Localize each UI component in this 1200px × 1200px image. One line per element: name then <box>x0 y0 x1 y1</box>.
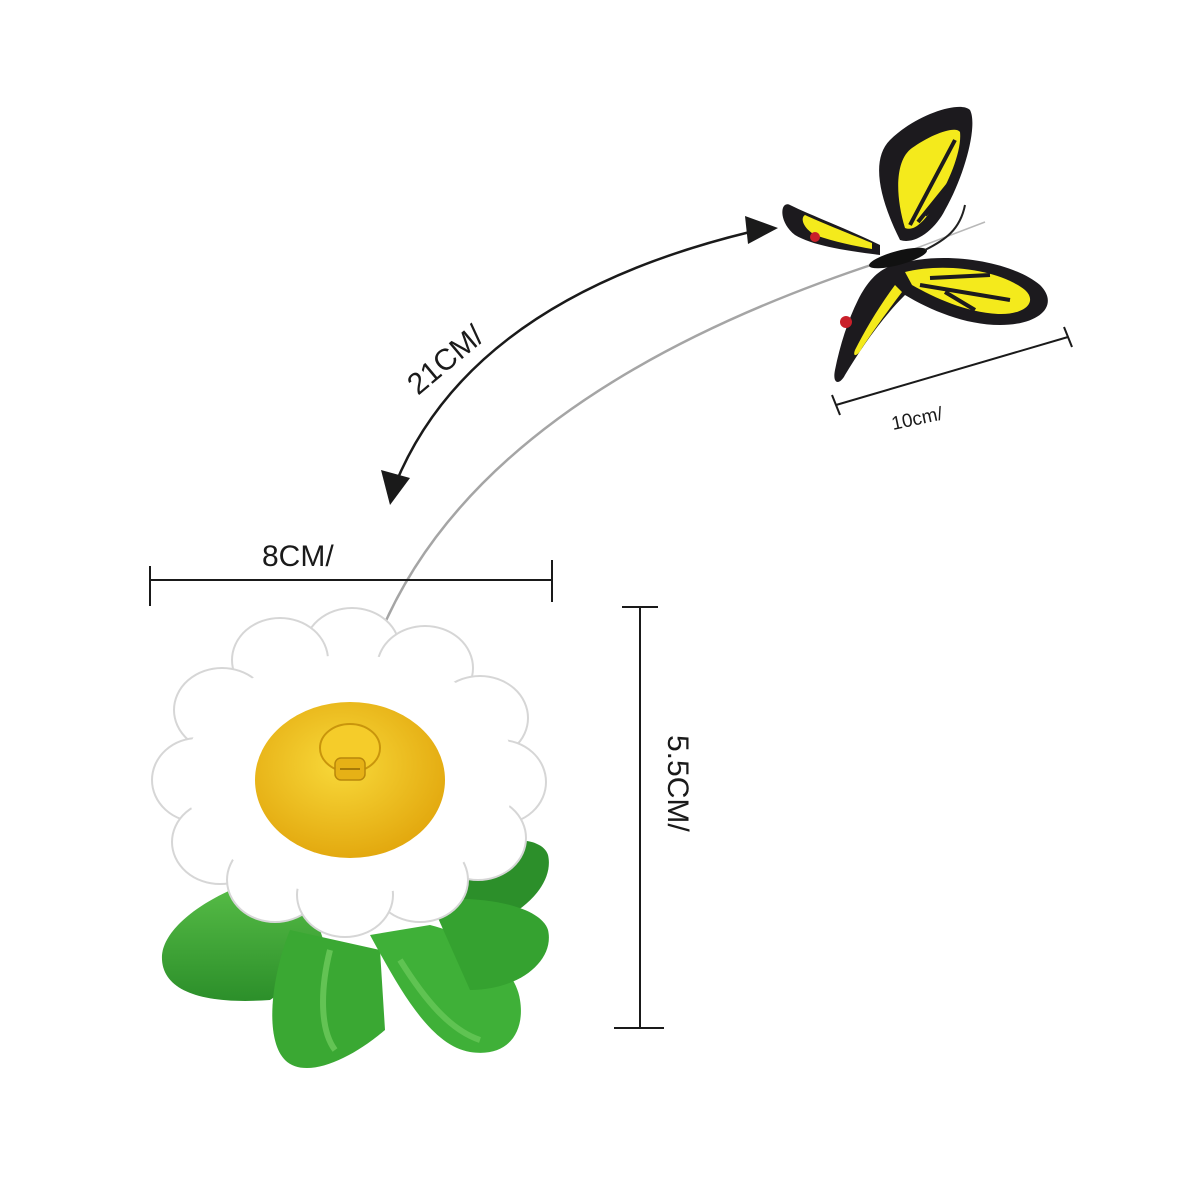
butterfly-width-line <box>835 336 1069 406</box>
arc-dimension-label: 21CM/ <box>401 319 490 402</box>
butterfly-spot-red-lower <box>840 316 852 328</box>
flower-base-icon <box>151 607 549 1069</box>
base-width-label: 8CM/ <box>262 540 334 573</box>
height-dimension: 5.5CM/ <box>614 606 694 1029</box>
butterfly-width-tick-left <box>831 394 841 416</box>
leaf-right <box>430 898 549 990</box>
base-width-dimension: 8CM/ <box>149 540 553 606</box>
leaf-highlight <box>320 949 338 1052</box>
butterfly-antenna <box>924 204 966 251</box>
leaf-highlight-2 <box>397 958 482 1043</box>
butterfly-body <box>868 247 928 269</box>
butterfly-width-tick-right <box>1063 326 1073 348</box>
height-label: 5.5CM/ <box>661 735 694 832</box>
leaf-front-left <box>272 930 385 1069</box>
butterfly-spot-red-left <box>810 232 820 242</box>
arc-dimension: 21CM/ <box>381 216 778 505</box>
butterfly-wing-lower-pattern-2 <box>854 285 902 356</box>
arc-dimension-line <box>393 230 751 486</box>
butterfly-wing-upper-veins <box>908 139 962 226</box>
butterfly-width-label: 10cm/ <box>890 403 946 434</box>
butterfly-wing-left-pattern <box>802 215 872 249</box>
butterfly-wing-lower-veins <box>919 273 1011 312</box>
butterfly-wing-upper-pattern <box>898 129 961 229</box>
butterfly-icon <box>782 106 1048 382</box>
arc-arrowhead-top <box>745 216 778 244</box>
butterfly-width-dimension: 10cm/ <box>831 326 1073 435</box>
arc-arrowhead-bottom <box>381 470 410 505</box>
